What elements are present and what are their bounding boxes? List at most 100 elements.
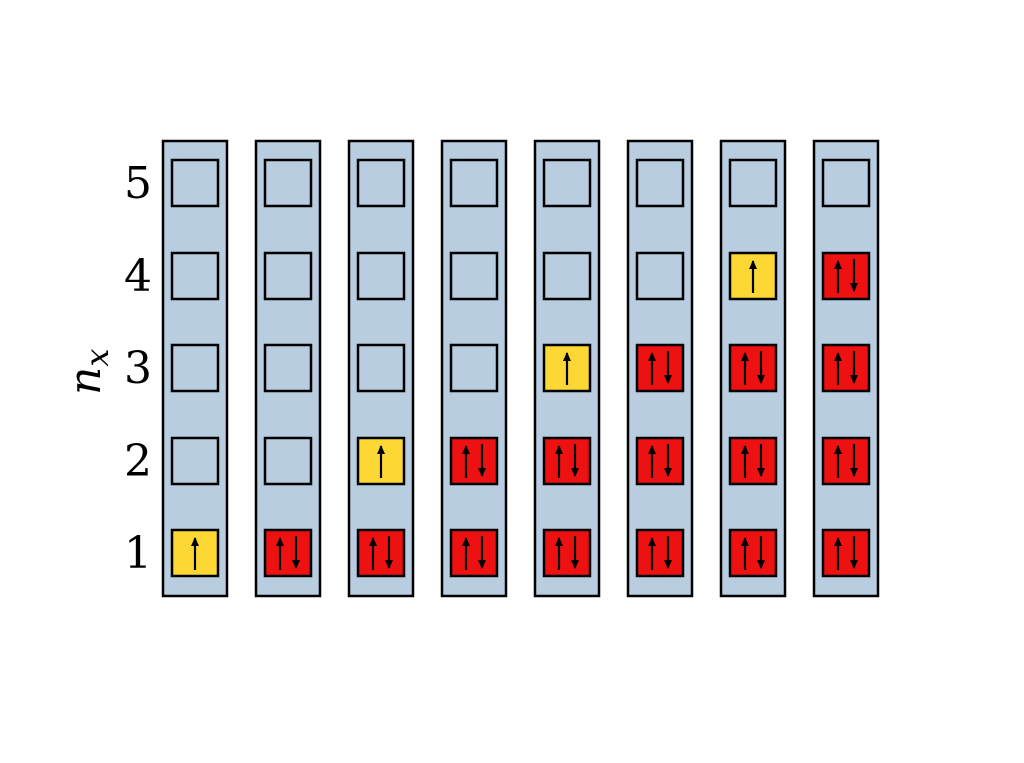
- spin-down-arrow-icon: [850, 351, 858, 384]
- empty-level: [356, 158, 406, 208]
- doubly-occupied-level: [728, 436, 778, 486]
- spin-down-arrow-icon: [757, 536, 765, 569]
- spin-up-arrow-icon: [191, 537, 199, 570]
- spin-down-arrow-icon: [478, 444, 486, 477]
- spin-up-down-arrows-icon: [276, 536, 300, 570]
- empty-level: [170, 343, 220, 393]
- spin-up-down-arrows-icon: [741, 444, 765, 478]
- y-axis-label-main: n: [60, 367, 111, 395]
- spin-down-arrow-icon: [478, 536, 486, 569]
- spin-up-down-arrows-icon: [555, 536, 579, 570]
- level-column: [533, 139, 601, 598]
- level-columns: [161, 139, 880, 598]
- empty-level: [821, 158, 871, 208]
- spin-down-arrow-icon: [757, 444, 765, 477]
- spin-up-down-arrows-icon: [648, 536, 672, 570]
- doubly-occupied-level: [821, 528, 871, 578]
- spin-down-arrow-icon: [571, 536, 579, 569]
- spin-up-down-arrows-icon: [834, 536, 858, 570]
- spin-down-arrow-icon: [664, 444, 672, 477]
- empty-level: [356, 343, 406, 393]
- spin-down-arrow-icon: [664, 536, 672, 569]
- empty-level: [263, 158, 313, 208]
- spin-up-arrow-icon: [555, 537, 563, 570]
- empty-level: [635, 251, 685, 301]
- spin-up-arrow-icon: [462, 445, 470, 478]
- y-axis-label: nx: [60, 349, 116, 395]
- spin-up-down-arrows-icon: [834, 351, 858, 385]
- level-tick-label: 5: [124, 158, 152, 209]
- spin-down-arrow-icon: [850, 444, 858, 477]
- spin-up-down-arrows-icon: [648, 351, 672, 385]
- spin-up-arrow-icon: [276, 537, 284, 570]
- level-column: [161, 139, 229, 598]
- level-column: [254, 139, 322, 598]
- spin-down-arrow-icon: [571, 444, 579, 477]
- empty-level: [542, 251, 592, 301]
- doubly-occupied-level: [263, 528, 313, 578]
- doubly-occupied-level: [542, 436, 592, 486]
- spin-down-arrow-icon: [664, 351, 672, 384]
- spin-up-down-arrows-icon: [369, 536, 393, 570]
- doubly-occupied-level: [635, 436, 685, 486]
- spin-down-arrow-icon: [850, 259, 858, 292]
- doubly-occupied-level: [356, 528, 406, 578]
- empty-level: [170, 251, 220, 301]
- level-tick-label: 4: [124, 251, 152, 302]
- spin-down-arrow-icon: [385, 536, 393, 569]
- singly-occupied-level: [356, 436, 406, 486]
- spin-up-down-arrows-icon: [648, 444, 672, 478]
- y-axis-label-subscript: x: [78, 349, 116, 367]
- doubly-occupied-level: [728, 343, 778, 393]
- doubly-occupied-level: [449, 528, 499, 578]
- spin-up-down-arrows-icon: [462, 536, 486, 570]
- spin-down-arrow-icon: [850, 536, 858, 569]
- spin-up-arrow-icon: [648, 537, 656, 570]
- spin-up-arrow-icon: [834, 445, 842, 478]
- spin-up-down-arrows-icon: [741, 351, 765, 385]
- empty-level: [263, 343, 313, 393]
- empty-level: [263, 436, 313, 486]
- doubly-occupied-level: [542, 528, 592, 578]
- spin-up-arrow-icon: [834, 352, 842, 385]
- level-column: [812, 139, 880, 598]
- spin-up-arrow-icon: [741, 445, 749, 478]
- empty-level: [263, 251, 313, 301]
- empty-level: [635, 158, 685, 208]
- spin-down-arrow-icon: [757, 351, 765, 384]
- level-column: [719, 139, 787, 598]
- empty-level: [449, 343, 499, 393]
- empty-level: [449, 158, 499, 208]
- singly-occupied-level: [170, 528, 220, 578]
- empty-level: [449, 251, 499, 301]
- doubly-occupied-level: [635, 528, 685, 578]
- empty-level: [542, 158, 592, 208]
- spin-up-arrow-icon: [563, 352, 571, 385]
- spin-up-down-arrows-icon: [834, 259, 858, 293]
- spin-up-arrow-icon: [741, 352, 749, 385]
- spin-up-down-arrows-icon: [741, 536, 765, 570]
- singly-occupied-level: [728, 251, 778, 301]
- doubly-occupied-level: [821, 436, 871, 486]
- doubly-occupied-level: [449, 436, 499, 486]
- spin-up-arrow-icon: [555, 445, 563, 478]
- level-column: [440, 139, 508, 598]
- spin-up-down-arrows-icon: [462, 444, 486, 478]
- level-tick-label: 2: [124, 436, 152, 487]
- spin-up-arrow-icon: [834, 537, 842, 570]
- empty-level: [728, 158, 778, 208]
- empty-level: [356, 251, 406, 301]
- spin-up-arrow-icon: [648, 352, 656, 385]
- spin-up-arrow-icon: [369, 537, 377, 570]
- empty-level: [170, 158, 220, 208]
- spin-up-arrow-icon: [741, 537, 749, 570]
- level-column: [347, 139, 415, 598]
- level-tick-label: 3: [124, 343, 152, 394]
- doubly-occupied-level: [821, 251, 871, 301]
- doubly-occupied-level: [728, 528, 778, 578]
- spin-up-arrow-icon: [648, 445, 656, 478]
- spin-up-arrow-icon: [749, 260, 757, 293]
